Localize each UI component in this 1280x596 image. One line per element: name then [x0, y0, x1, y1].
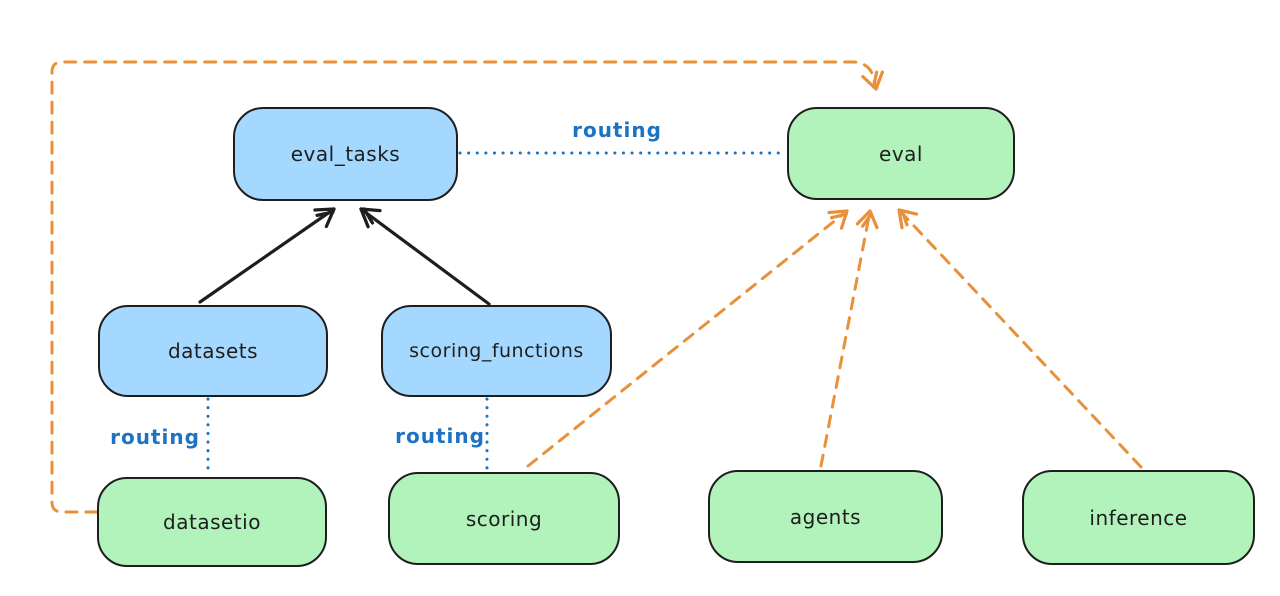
node-datasetio-label: datasetio [163, 510, 261, 534]
node-datasetio: datasetio [97, 477, 327, 567]
edge-scoring-functions-to-eval-tasks [359, 207, 491, 306]
node-inference: inference [1022, 470, 1255, 565]
node-eval-tasks-label: eval_tasks [290, 142, 401, 166]
edge-label-routing-scoring-functions-scoring: routing [395, 424, 485, 448]
edge-agents-to-eval [819, 209, 879, 468]
node-scoring-label: scoring [465, 506, 543, 531]
node-eval: eval [787, 107, 1015, 200]
node-scoring-functions: scoring_functions [381, 305, 612, 397]
node-agents: agents [708, 470, 943, 563]
node-eval-label: eval [879, 141, 923, 166]
node-datasets-label: datasets [167, 339, 259, 363]
edge-inference-to-eval [897, 208, 1143, 469]
edge-label-routing-eval-tasks-eval: routing [572, 118, 662, 142]
node-inference-label: inference [1089, 505, 1188, 530]
node-scoring-functions-label: scoring_functions [409, 340, 584, 362]
node-datasets: datasets [98, 305, 328, 397]
node-eval-tasks: eval_tasks [233, 107, 458, 201]
node-agents-label: agents [789, 504, 862, 529]
node-scoring: scoring [388, 472, 620, 565]
edge-datasets-to-eval-tasks [198, 207, 336, 304]
edge-label-routing-datasets-datasetio: routing [110, 425, 200, 449]
